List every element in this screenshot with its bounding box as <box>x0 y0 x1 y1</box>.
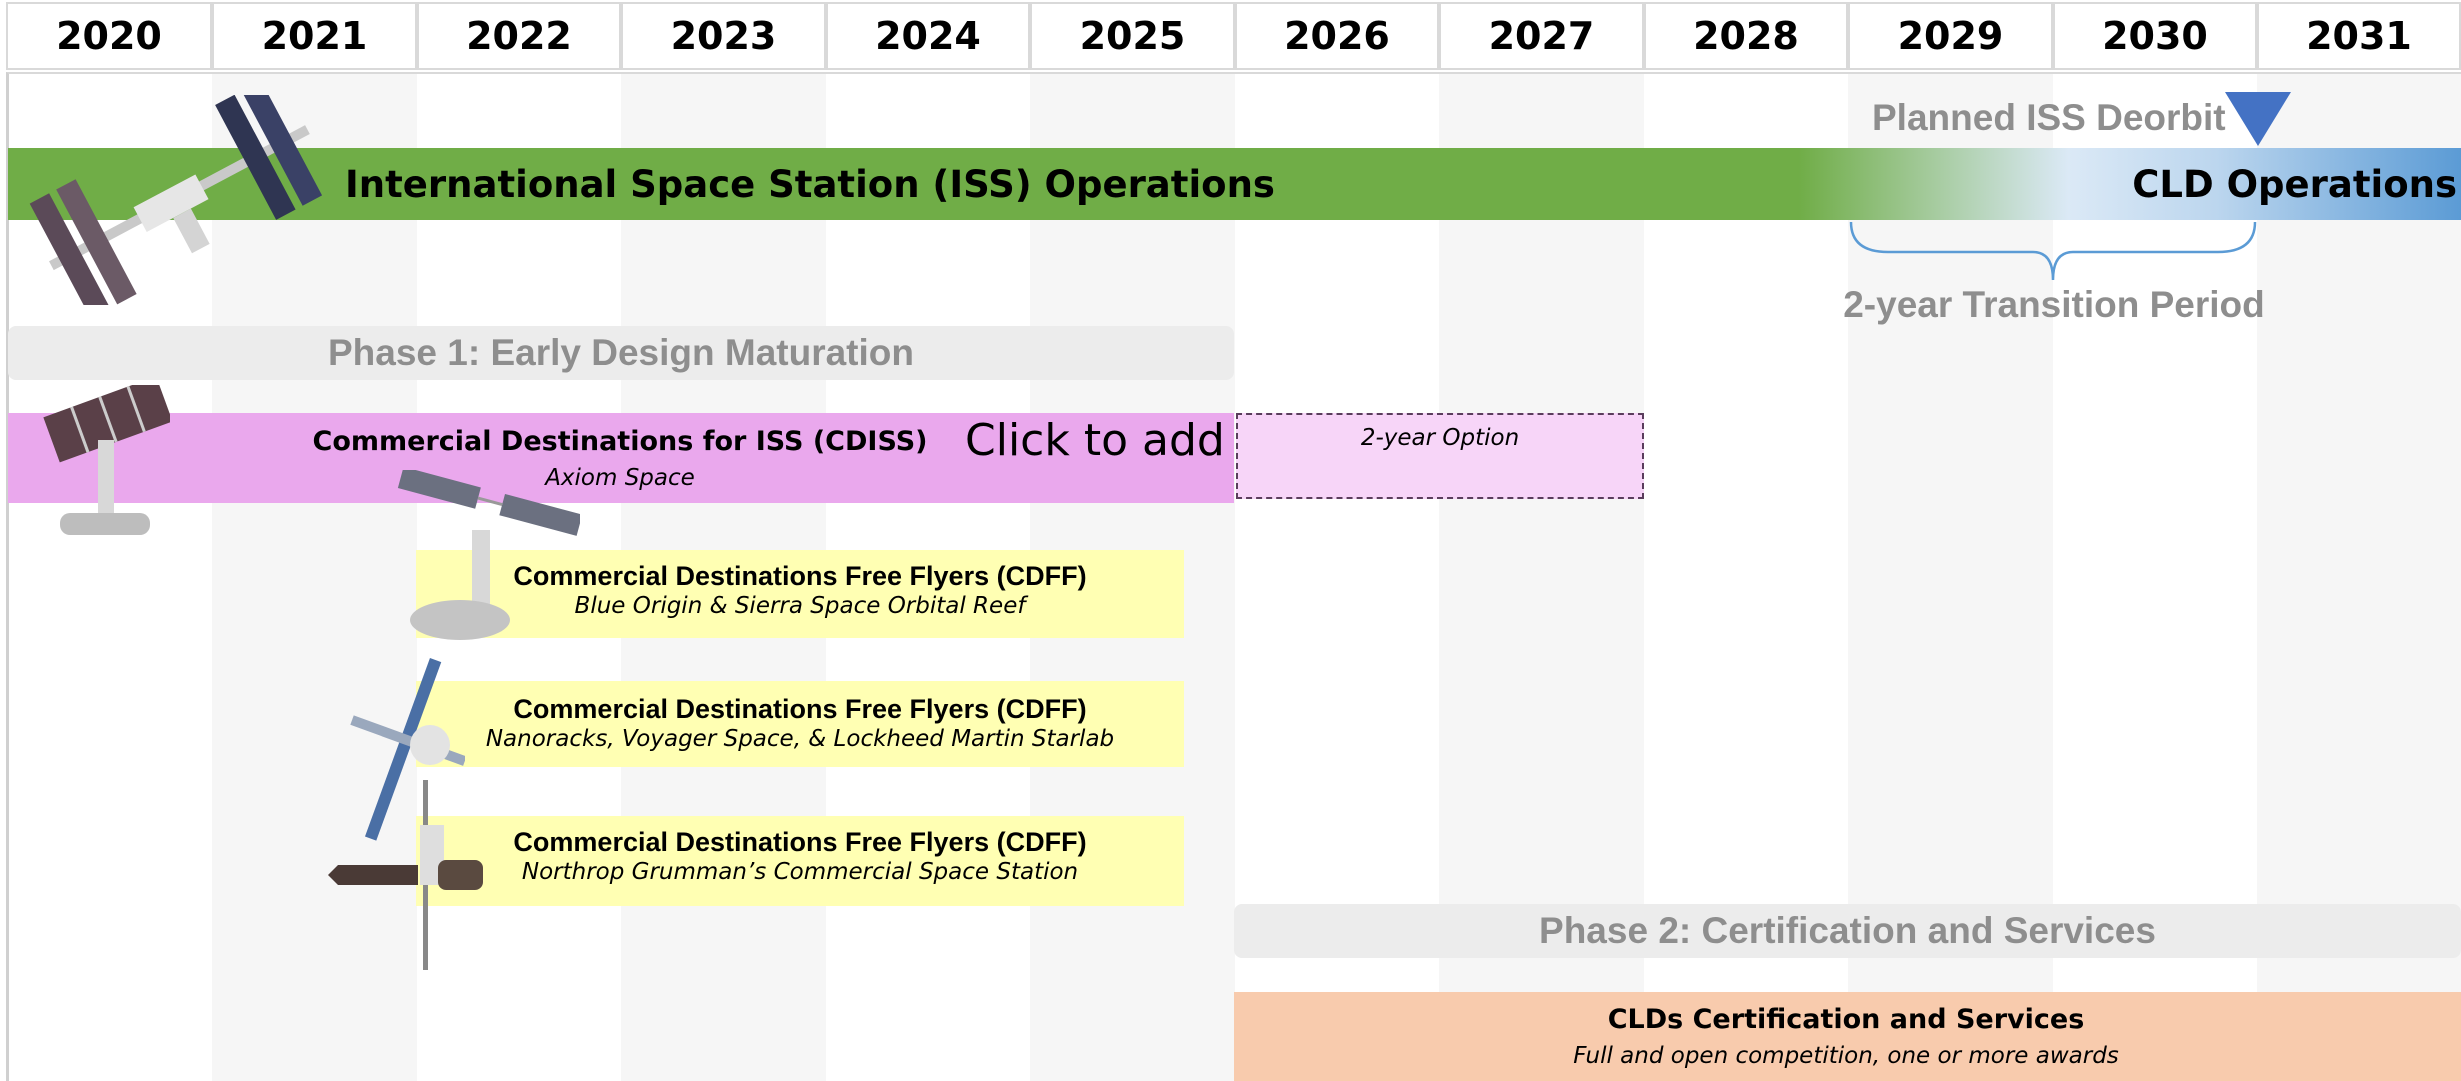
transition-brace-icon <box>1849 221 2257 281</box>
option-bar <box>1236 413 1644 499</box>
cdff-bar-1 <box>416 550 1184 638</box>
cdff-2-subtitle: Nanoracks, Voyager Space, & Lockheed Mar… <box>485 726 1115 752</box>
phase1-label: Phase 1: Early Design Maturation <box>327 332 914 373</box>
northrop-station-icon <box>328 780 483 970</box>
orbital-reef-icon <box>397 470 580 640</box>
starlab-icon <box>350 657 465 841</box>
phase2-label: Phase 2: Certification and Services <box>1539 910 2156 951</box>
iss-image-icon <box>29 95 323 305</box>
cdff-bar-3 <box>416 816 1184 906</box>
planned-deorbit-label: Planned ISS Deorbit <box>1872 97 2226 138</box>
timeline-frame <box>6 72 2461 1081</box>
cdff-1-title: Commercial Destinations Free Flyers (CDF… <box>513 561 1087 591</box>
cdff-2-title: Commercial Destinations Free Flyers (CDF… <box>513 694 1087 724</box>
phase2-bar: Phase 2: Certification and Services <box>1234 904 2461 958</box>
year-2027: 2027 <box>1439 2 1644 70</box>
deorbit-marker-icon <box>2225 92 2291 146</box>
year-2026: 2026 <box>1235 2 1439 70</box>
iss-operations-label: International Space Station (ISS) Operat… <box>345 163 1275 206</box>
year-2024: 2024 <box>826 2 1030 70</box>
cdff-1-subtitle: Blue Origin & Sierra Space Orbital Reef <box>574 593 1026 619</box>
cdff-bar-2 <box>416 681 1184 767</box>
cld-operations-label: CLD Operations <box>2132 163 2457 206</box>
option-label: 2-year Option <box>1360 425 1520 451</box>
transition-period-label: 2-year Transition Period <box>1843 284 2265 325</box>
cld-services-title: CLDs Certification and Services <box>1607 1004 2085 1035</box>
year-2029: 2029 <box>1848 2 2053 70</box>
cdiss-subtitle: Axiom Space <box>545 465 695 491</box>
year-2023: 2023 <box>621 2 826 70</box>
year-2020: 2020 <box>6 2 212 70</box>
year-2021: 2021 <box>212 2 417 70</box>
iss-operations-bar <box>8 148 2461 220</box>
cld-services-subtitle: Full and open competition, one or more a… <box>1573 1043 2119 1069</box>
year-2022: 2022 <box>417 2 621 70</box>
cdff-3-title: Commercial Destinations Free Flyers (CDF… <box>513 827 1087 857</box>
phase1-bar: Phase 1: Early Design Maturation <box>8 326 1234 380</box>
axiom-station-icon <box>43 385 170 535</box>
cdiss-bar <box>8 413 1234 503</box>
cld-services-bar <box>1234 992 2461 1081</box>
year-2031: 2031 <box>2257 2 2461 70</box>
cdiss-title: Commercial Destinations for ISS (CDISS) <box>312 426 928 457</box>
year-2028: 2028 <box>1644 2 1848 70</box>
column-shade-2021 <box>212 74 417 1081</box>
year-2030: 2030 <box>2053 2 2257 70</box>
cdff-3-subtitle: Northrop Grumman’s Commercial Space Stat… <box>521 859 1079 885</box>
year-2025: 2025 <box>1030 2 1235 70</box>
